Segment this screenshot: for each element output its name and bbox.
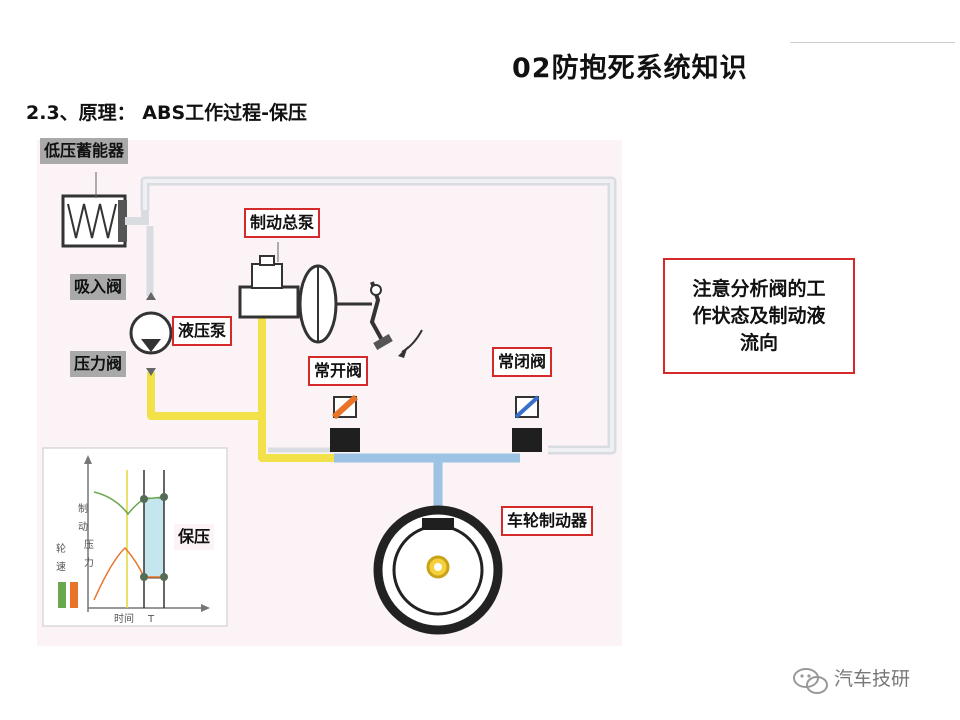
header-rule (790, 42, 955, 43)
note-line-2: 作状态及制动液 (692, 305, 826, 327)
accumulator-piston (118, 200, 127, 242)
master-cylinder-body (238, 285, 300, 319)
mini-graph-x-arrow (201, 604, 210, 612)
pump-arrow (141, 339, 161, 352)
brake-caliper (422, 518, 454, 530)
pump-circle (129, 311, 173, 355)
graph-y-label-5: 轮 (56, 542, 66, 555)
note-line-3: 流向 (739, 332, 778, 354)
mini-graph-point-3 (140, 573, 148, 581)
label-master-cylinder: 制动总泵 (244, 208, 321, 238)
label-hydraulic-pump: 液压泵 (172, 316, 233, 346)
label-hold-pressure: 保压 (174, 524, 215, 550)
graph-y-label-3: 压 (84, 539, 94, 551)
mini-graph-hold-band (143, 497, 165, 579)
graph-y-label-6: 速 (56, 561, 66, 573)
mini-graph-point-2 (160, 493, 168, 501)
label-pressure-valve: 压力阀 (70, 351, 127, 377)
page-title: 02防抱死系统知识 (512, 53, 748, 84)
accumulator-spring (67, 203, 117, 239)
graph-x-label: 时间 (114, 612, 134, 625)
inlet-valve-arrow (146, 292, 156, 300)
graph-y-label-1: 制 (78, 502, 88, 515)
pressure-valve-arrow (146, 368, 156, 376)
pedal-pivot (370, 284, 382, 296)
pedal-arrow-head (398, 346, 408, 358)
graph-y-label-4: 力 (84, 556, 94, 569)
section-subtitle: 2.3、原理： ABS工作过程-保压 (26, 102, 308, 124)
graph-y-label-2: 动 (78, 521, 88, 533)
mini-graph-point-4 (160, 573, 168, 581)
label-low-pressure-accumulator: 低压蓄能器 (40, 138, 129, 164)
normally-closed-valve-slash (514, 395, 540, 419)
label-wheel-brake: 车轮制动器 (501, 506, 594, 536)
yellow-master-line (258, 316, 334, 462)
mini-graph-point-1 (140, 495, 148, 503)
pedal-arrow (401, 329, 423, 353)
mini-graph-y-arrow (84, 455, 92, 464)
note-line-1: 注意分析阀的工 (692, 278, 826, 300)
mini-graph-brake-pressure (93, 546, 164, 601)
normally-open-valve-slash (331, 394, 359, 420)
legend-green-swatch (58, 582, 66, 608)
reservoir-cap (259, 255, 275, 266)
wheel-hub-center (434, 563, 442, 571)
wechat-icon (793, 668, 828, 694)
label-normally-open-valve: 常开阀 (308, 356, 369, 386)
return-line-inner (143, 179, 614, 452)
footer-brand: 汽车技研 (834, 668, 911, 690)
pedal-pad (373, 334, 393, 350)
analysis-note-box: 注意分析阀的工 作状态及制动液 流向 (663, 258, 855, 374)
legend-orange-swatch (70, 582, 78, 608)
label-normally-closed-valve: 常闭阀 (492, 347, 553, 377)
graph-x-unit: T (147, 614, 155, 625)
label-inlet-valve: 吸入阀 (70, 274, 127, 300)
normally-closed-valve-body (512, 428, 542, 452)
normally-open-valve-body (330, 428, 360, 452)
master-cylinder-reservoir (251, 263, 283, 289)
accumulator-pipe (125, 210, 149, 225)
